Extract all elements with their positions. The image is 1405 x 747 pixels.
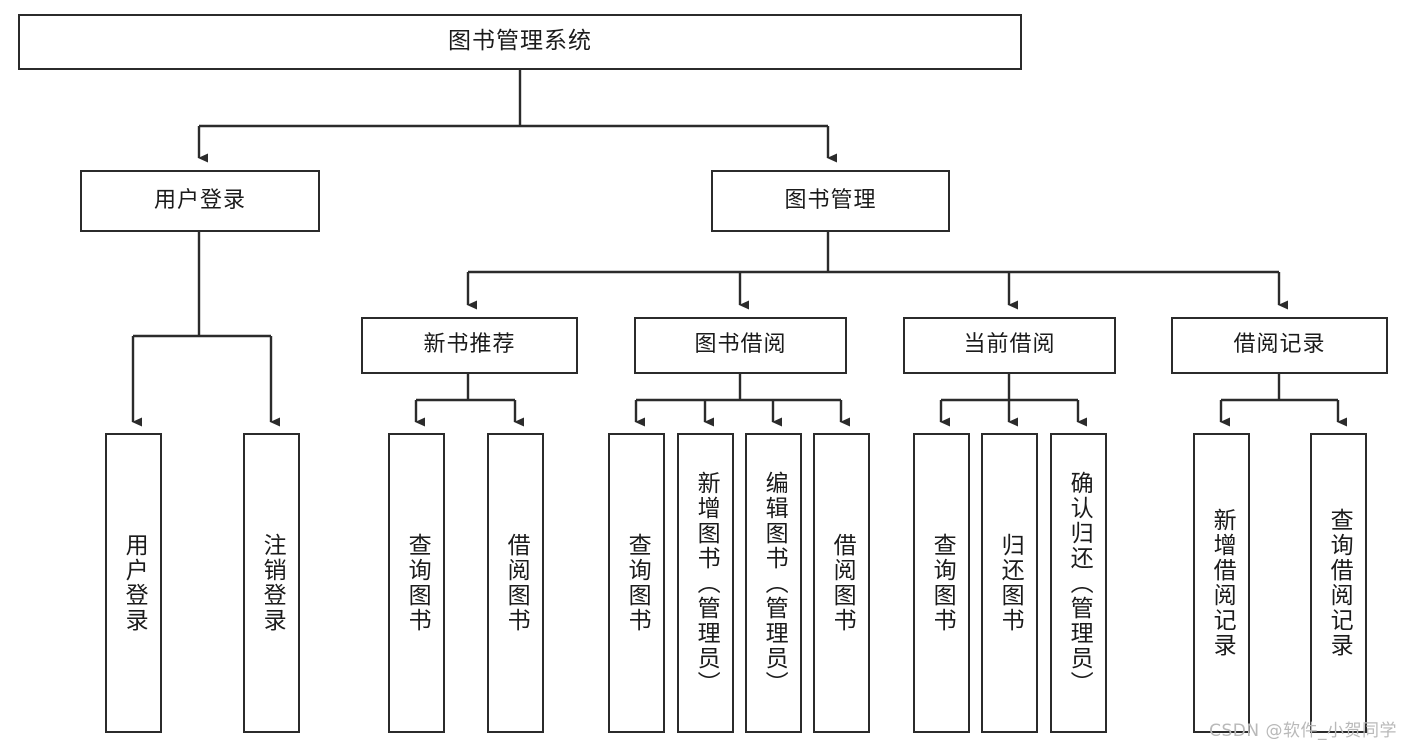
node-book-management-label: 图书管理 bbox=[784, 187, 877, 213]
node-book-borrow[interactable]: 图书借阅 bbox=[634, 317, 847, 374]
leaf-label: 查询借阅记录 bbox=[1326, 508, 1353, 658]
leaf-label: 新增借阅记录 bbox=[1209, 508, 1236, 658]
node-new-book-recommend-label: 新书推荐 bbox=[423, 332, 516, 358]
leaf-new-book-borrow-book[interactable]: 借阅图书 bbox=[487, 433, 544, 733]
node-borrow-record-label: 借阅记录 bbox=[1233, 332, 1326, 358]
leaf-label: 查询图书 bbox=[624, 533, 651, 633]
node-book-borrow-label: 图书借阅 bbox=[694, 332, 787, 358]
node-root-book-management-system[interactable]: 图书管理系统 bbox=[18, 14, 1022, 70]
node-root-label: 图书管理系统 bbox=[448, 28, 592, 55]
leaf-current-borrow-query-book[interactable]: 查询图书 bbox=[913, 433, 970, 733]
leaf-user-login-login[interactable]: 用户登录 bbox=[105, 433, 162, 733]
leaf-label: 查询图书 bbox=[404, 533, 431, 633]
leaf-label: 借阅图书 bbox=[503, 533, 530, 633]
leaf-label: 借阅图书 bbox=[829, 533, 856, 633]
leaf-label: 归还图书 bbox=[997, 533, 1024, 633]
leaf-label: 编辑图书（管理员） bbox=[761, 470, 788, 696]
leaf-new-book-query-book[interactable]: 查询图书 bbox=[388, 433, 445, 733]
leaf-label: 新增图书（管理员） bbox=[693, 470, 720, 696]
watermark: CSDN @软件_小贺同学 bbox=[1209, 721, 1397, 741]
node-borrow-record[interactable]: 借阅记录 bbox=[1171, 317, 1388, 374]
leaf-borrow-record-query-record[interactable]: 查询借阅记录 bbox=[1310, 433, 1367, 733]
leaf-book-borrow-add-book-admin[interactable]: 新增图书（管理员） bbox=[677, 433, 734, 733]
node-user-login[interactable]: 用户登录 bbox=[80, 170, 320, 232]
leaf-label: 查询图书 bbox=[929, 533, 956, 633]
leaf-book-borrow-query-book[interactable]: 查询图书 bbox=[608, 433, 665, 733]
leaf-label: 用户登录 bbox=[121, 533, 148, 633]
leaf-book-borrow-borrow-book[interactable]: 借阅图书 bbox=[813, 433, 870, 733]
leaf-current-borrow-return-book[interactable]: 归还图书 bbox=[981, 433, 1038, 733]
node-book-management[interactable]: 图书管理 bbox=[711, 170, 950, 232]
leaf-borrow-record-add-record[interactable]: 新增借阅记录 bbox=[1193, 433, 1250, 733]
node-new-book-recommend[interactable]: 新书推荐 bbox=[361, 317, 578, 374]
leaf-label: 确认归还（管理员） bbox=[1066, 470, 1093, 696]
leaf-book-borrow-edit-book-admin[interactable]: 编辑图书（管理员） bbox=[745, 433, 802, 733]
leaf-label: 注销登录 bbox=[259, 533, 286, 633]
leaf-user-login-logout[interactable]: 注销登录 bbox=[243, 433, 300, 733]
node-current-borrow[interactable]: 当前借阅 bbox=[903, 317, 1116, 374]
node-user-login-label: 用户登录 bbox=[153, 187, 246, 213]
node-current-borrow-label: 当前借阅 bbox=[963, 332, 1056, 358]
leaf-current-borrow-confirm-return-admin[interactable]: 确认归还（管理员） bbox=[1050, 433, 1107, 733]
